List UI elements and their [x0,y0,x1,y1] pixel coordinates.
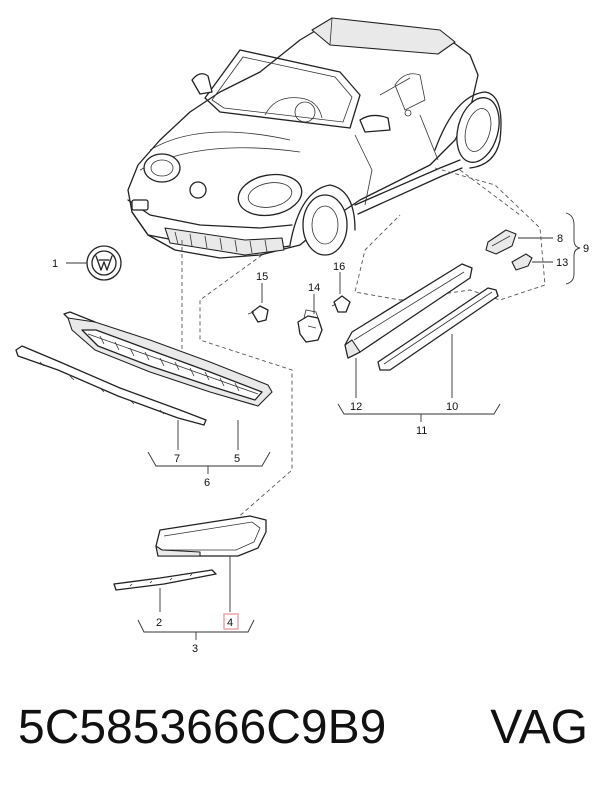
callout-2: 2 [156,617,162,629]
brand-label: VAG [490,701,588,754]
callout-4-group: 4 [223,613,239,630]
callout-11: 11 [416,425,427,437]
part-grille: 5 [63,311,273,465]
part-trim-13: 13 [511,253,568,271]
callout-4: 4 [227,617,233,629]
callout-14: 14 [308,282,320,294]
part-emblem: 1 [52,245,122,281]
car-illustration [127,17,502,259]
part-clip-15: 15 [247,271,269,323]
part-trim-8: 8 [485,229,563,255]
part-strip-2: 2 [113,569,217,629]
part-insert-4 [155,515,267,612]
parts-diagram: 1 5 7 6 15 14 16 [15,17,589,655]
part-bracket-14: 14 [297,282,323,343]
part-sill-12: 12 [344,263,473,413]
part-sill-10: 10 11 [337,287,501,437]
part-trim-strip: 7 6 [15,345,271,489]
callout-13: 13 [556,257,568,269]
callout-15: 15 [256,271,268,283]
callout-16: 16 [333,261,345,273]
part-number: 5C5853666C9B9 [18,701,387,754]
callout-9: 9 [583,243,589,255]
part-clip-16: 16 [331,261,351,313]
part-caption: 5C5853666C9B9 VAG [18,700,588,770]
callout-7: 7 [174,453,180,465]
callout-8: 8 [557,233,563,245]
bracket-9: 9 [565,212,589,285]
callout-5: 5 [234,453,240,465]
callout-6: 6 [204,477,210,489]
callout-10: 10 [446,401,458,413]
bracket-3: 3 [137,619,255,655]
callout-1: 1 [52,258,58,270]
callout-12: 12 [350,401,362,413]
callout-4-highlight [223,613,239,630]
callout-3: 3 [192,643,198,655]
